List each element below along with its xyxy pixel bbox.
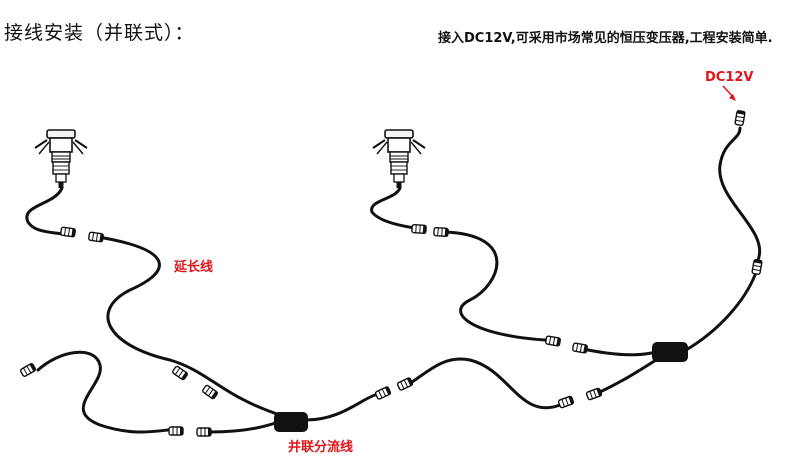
connector-plug-icon: [374, 385, 392, 401]
installation-note: 接入DC12V,可采用市场常见的恒压变压器,工程安装简单.: [438, 31, 773, 46]
right-lower-cable: [598, 358, 658, 394]
right-mid-cable: [410, 357, 562, 410]
splitter-right-cable: [304, 393, 377, 422]
cables: [25, 126, 762, 434]
left-fixture-lead: [25, 186, 64, 236]
power-input-label: DC12V: [705, 70, 754, 85]
connector-plug-icon: [734, 109, 746, 127]
downlight-fixture-icon: [34, 129, 88, 189]
power-lower-cable: [684, 273, 757, 352]
connector-plug-icon: [411, 223, 427, 235]
connector-plug-icon: [171, 365, 189, 381]
connector-plug-icon: [201, 384, 219, 400]
middle-to-splitter-cable: [586, 348, 658, 357]
left-loop-cable: [36, 350, 170, 434]
left-feed-cable: [208, 420, 280, 434]
splitter-box-icon: [652, 342, 688, 362]
middle-extension-cable: [443, 230, 547, 342]
connector-plug-icon: [196, 427, 212, 437]
connector-plug-icon: [544, 335, 562, 347]
page-title: 接线安装（并联式）：: [4, 22, 195, 44]
connector-plug-icon: [571, 342, 589, 354]
connector-plug-icon: [751, 258, 763, 276]
connector-plug-icon: [396, 376, 414, 392]
connector-plug-icon: [87, 231, 105, 243]
connector-plug-icon: [433, 226, 449, 238]
arrow-icon: [722, 85, 736, 101]
connector-plug-icon: [168, 426, 184, 436]
connector-plug-icon: [557, 395, 575, 409]
power-upper-cable: [718, 126, 762, 262]
connector-plug-icon: [585, 387, 603, 401]
extension-cable: [102, 236, 282, 417]
splitter-box-icon: [274, 412, 308, 432]
downlight-fixture-icon: [372, 129, 426, 189]
connector-plug-icon: [19, 362, 37, 378]
connector-plug-icon: [59, 226, 77, 238]
extension-cable-label: 延长线: [174, 260, 214, 275]
parallel-splitter-label: 并联分流线: [288, 440, 354, 455]
middle-fixture-lead: [370, 186, 417, 230]
